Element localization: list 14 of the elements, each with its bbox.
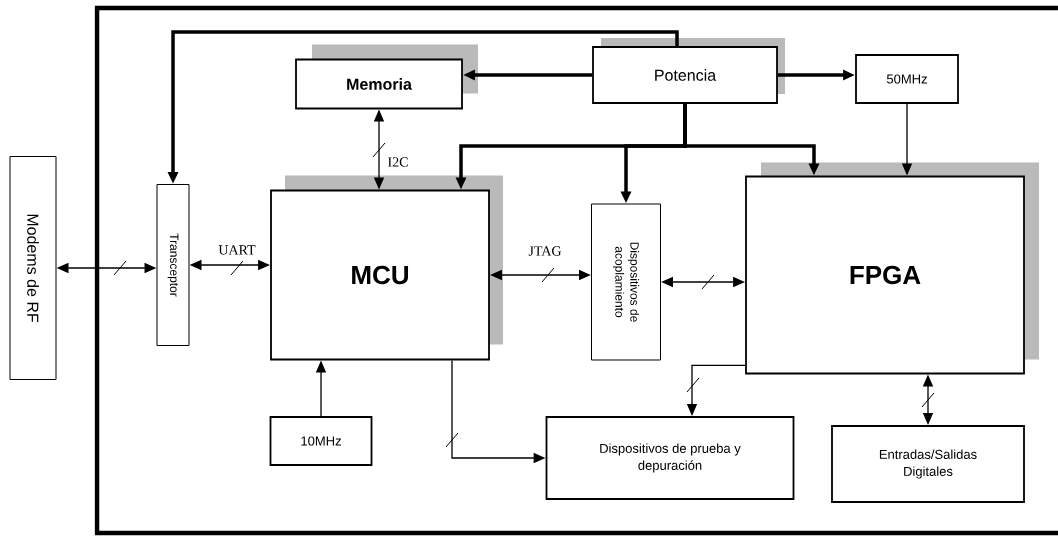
clock-box: 10MHz: [269, 416, 373, 466]
edge-label: I2C: [386, 156, 410, 168]
io-box: Entradas/Salidas Digitales: [831, 425, 1025, 503]
edge-label: UART: [217, 244, 257, 256]
fpga-box: FPGA: [745, 162, 1039, 375]
edge-label: JTAG: [527, 245, 563, 257]
memory-box: Memoria: [295, 44, 478, 110]
coupling-box: Dispositivos de acoplamiento: [591, 203, 661, 361]
clock-box: 50MHz: [855, 54, 959, 104]
mcu-box: MCU: [270, 175, 503, 361]
rf-module-box: Modems de RF: [9, 156, 57, 380]
debug-box: Dispositivos de prueba y depuración: [545, 416, 795, 500]
transceiver-box: Transceptor: [156, 184, 190, 346]
power-box: Potencia: [592, 38, 785, 104]
